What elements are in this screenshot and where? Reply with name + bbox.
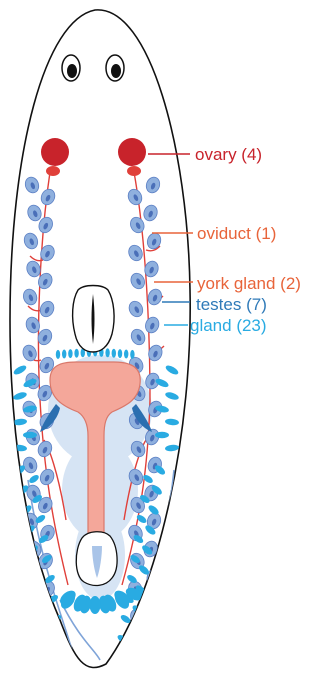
gland	[105, 348, 109, 357]
gland	[56, 350, 60, 359]
gland	[68, 349, 72, 358]
gland	[74, 349, 78, 358]
gland	[33, 584, 46, 597]
gland	[39, 624, 52, 637]
testis-core	[135, 614, 142, 622]
label-gland: gland (23)	[190, 316, 267, 335]
testis-core	[151, 574, 157, 582]
eye-right	[106, 55, 124, 81]
gland	[130, 350, 134, 359]
label-testes: testes (7)	[196, 295, 267, 314]
eye-left	[62, 55, 80, 81]
testis-core	[148, 602, 154, 610]
gland	[155, 432, 169, 438]
gland	[112, 349, 116, 358]
testis-core	[29, 574, 35, 582]
gland	[53, 633, 65, 644]
testis	[142, 595, 160, 614]
gland	[23, 432, 37, 438]
testis	[36, 607, 55, 627]
gland	[124, 350, 128, 359]
label-oviduct: oviduct (1)	[197, 224, 276, 243]
gland	[118, 349, 122, 358]
testis	[22, 567, 40, 586]
label-york-gland: york gland (2)	[197, 274, 301, 293]
testis-core	[42, 614, 49, 622]
testis	[25, 595, 43, 614]
testis-core	[32, 602, 38, 610]
gland	[36, 604, 49, 617]
label-ovary: ovary (4)	[195, 145, 262, 164]
gland	[62, 350, 66, 359]
gland	[90, 596, 101, 614]
